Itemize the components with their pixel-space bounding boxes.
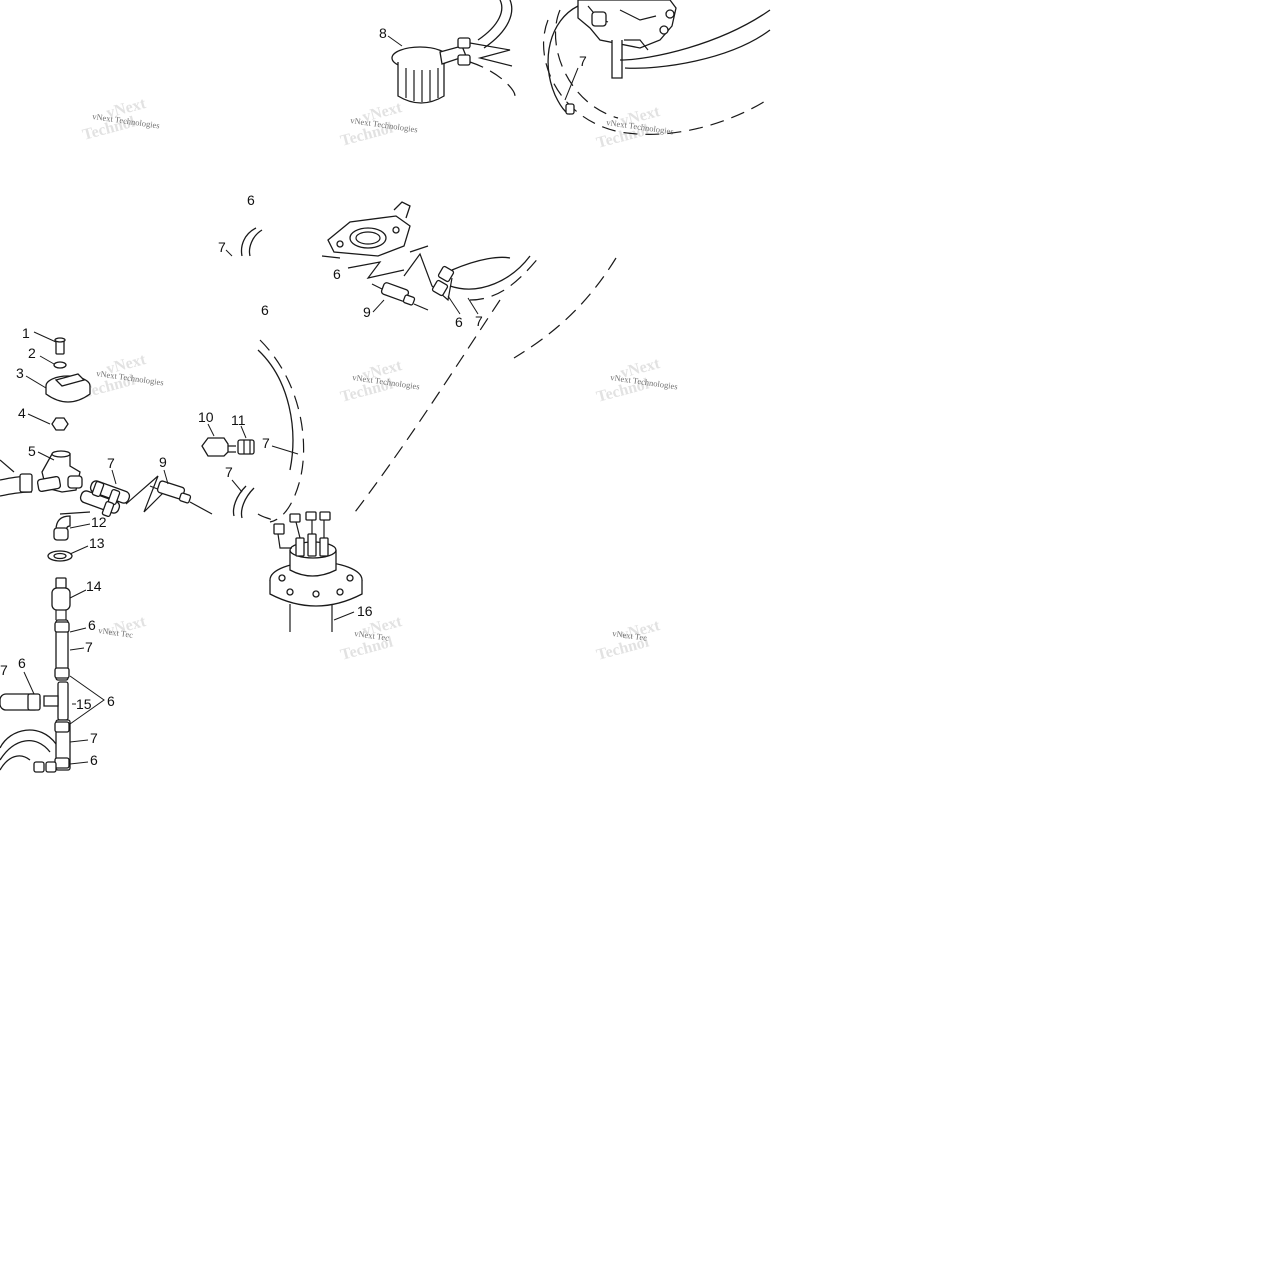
callout-7: 7	[90, 730, 98, 746]
fitting-part-10	[201, 437, 236, 457]
callout-7: 7	[0, 662, 8, 678]
callout-6: 6	[90, 752, 98, 768]
tee-body-part-5	[36, 450, 83, 493]
carburetor	[577, 0, 677, 79]
watermark: vNext Tec	[612, 628, 648, 643]
watermark: vNext Tec	[354, 628, 390, 643]
callout-16: 16	[357, 603, 373, 619]
callout-12: 12	[91, 514, 107, 530]
callout-7: 7	[262, 435, 270, 451]
callout-14: 14	[86, 578, 102, 594]
cap-part-3	[45, 373, 91, 403]
callout-6: 6	[261, 302, 269, 318]
callout-6: 6	[107, 693, 115, 709]
callout-9: 9	[159, 454, 167, 470]
callout-6: 6	[455, 314, 463, 330]
elbow-part-12	[53, 515, 71, 541]
callout-7: 7	[85, 639, 93, 655]
watermark: vNext Tec	[98, 625, 134, 640]
watermarks: vNext Technologies vNext Technologies vN…	[92, 111, 679, 643]
valve-part-14	[51, 577, 71, 620]
inline-filter-part-9	[149, 480, 213, 515]
tee-part-15	[57, 681, 69, 721]
inline-filter-part-9	[371, 282, 429, 311]
callout-3: 3	[16, 365, 24, 381]
fuel-pump-part-16	[257, 511, 363, 632]
callout-7: 7	[475, 313, 483, 329]
callout-6: 6	[18, 655, 26, 671]
washer-part-2	[53, 361, 67, 369]
callout-9: 9	[363, 304, 371, 320]
callout-11: 11	[231, 412, 246, 428]
callout-2: 2	[28, 345, 36, 361]
callout-15: 15	[76, 696, 92, 712]
hose-part-7	[79, 480, 131, 518]
callout-5: 5	[28, 443, 36, 459]
callout-4: 4	[18, 405, 26, 421]
callout-13: 13	[89, 535, 105, 551]
callout-7: 7	[579, 53, 587, 69]
side-hose	[0, 693, 41, 711]
callout-10: 10	[198, 409, 214, 425]
carb-flange-assembly	[321, 201, 541, 311]
callout-6: 6	[88, 617, 96, 633]
callout-8: 8	[379, 25, 387, 41]
routing-lines	[232, 257, 617, 523]
callout-7: 7	[225, 464, 233, 480]
top-assembly	[391, 0, 771, 135]
grommet-part-13	[47, 550, 73, 562]
fuel-cap-assembly	[0, 331, 213, 518]
nut-part-4	[51, 417, 69, 431]
callout-7: 7	[107, 455, 115, 471]
fitting-part-11	[237, 439, 255, 455]
callout-7: 7	[218, 239, 226, 255]
fuel-filter-part-8	[391, 37, 471, 104]
callout-6: 6	[247, 192, 255, 208]
vertical-hose	[43, 619, 71, 771]
callout-1: 1	[22, 325, 30, 341]
callout-6: 6	[333, 266, 341, 282]
